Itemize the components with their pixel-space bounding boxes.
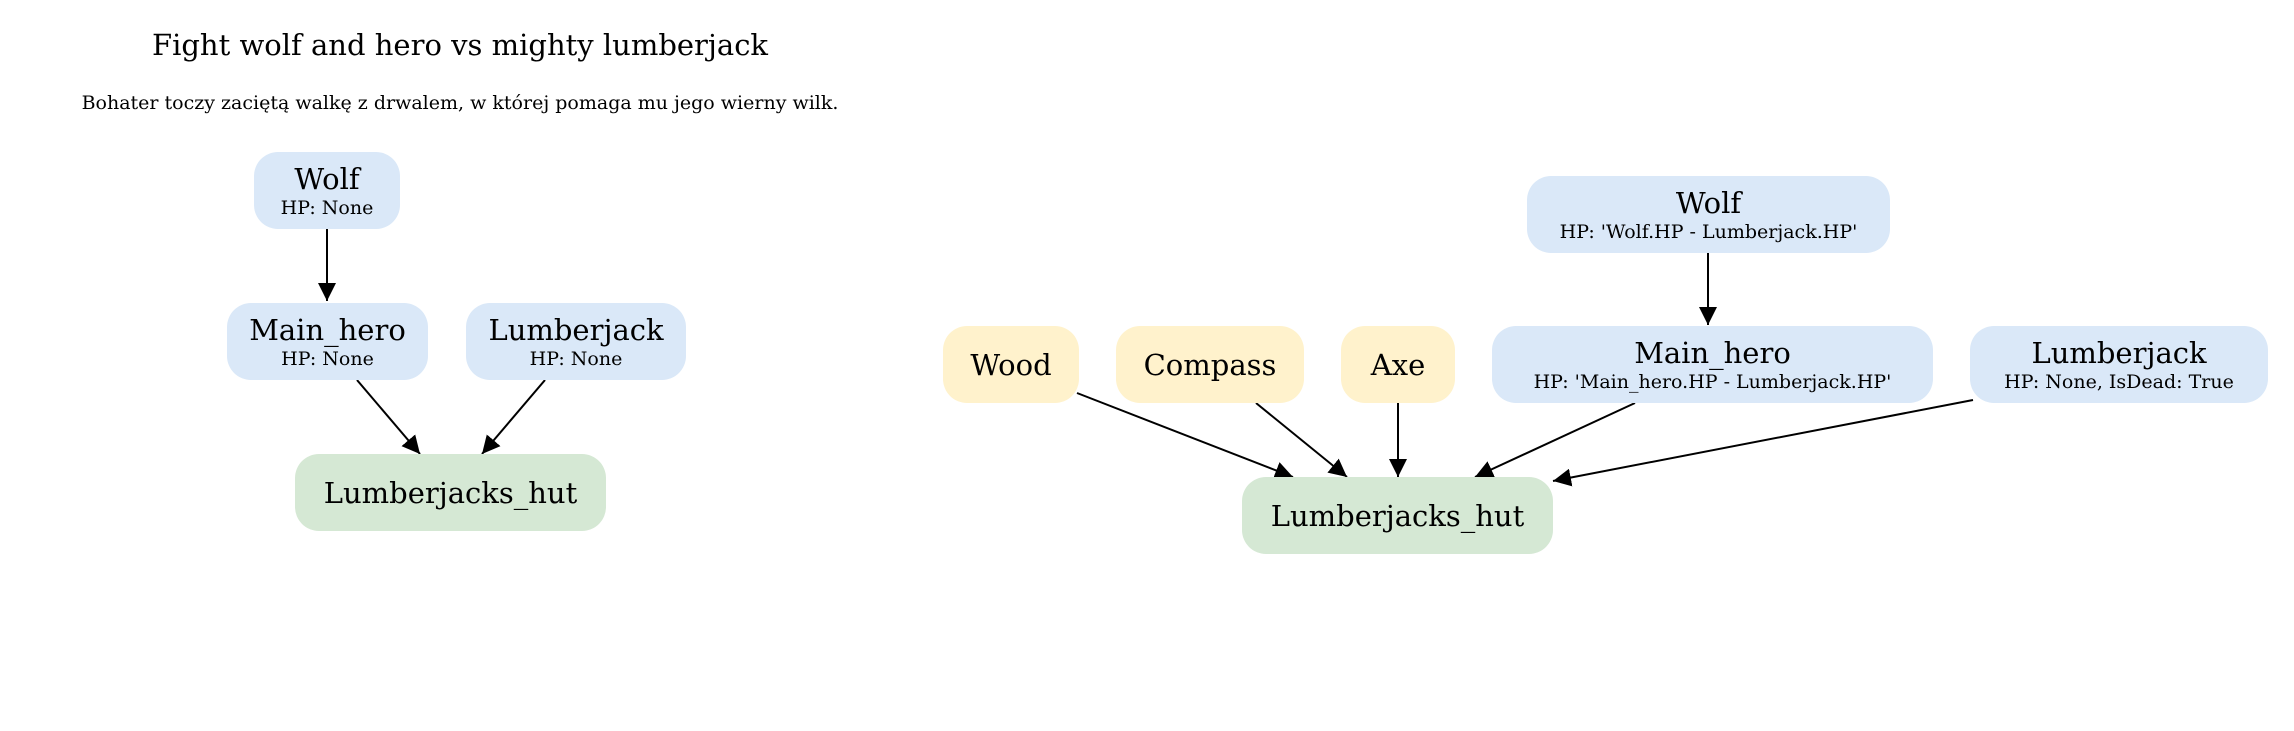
edge-lumberjack-to-hut-after: [1552, 399, 1974, 487]
node-label: Wolf: [294, 161, 360, 196]
node-wolf-after: Wolf HP: 'Wolf.HP - Lumberjack.HP': [1527, 176, 1890, 253]
node-label: Wolf: [1675, 185, 1742, 220]
node-lumberjacks-hut-before: Lumberjacks_hut: [295, 454, 606, 531]
node-attrs: HP: None: [281, 347, 374, 370]
edge-main-hero-to-hut-after: [1474, 402, 1636, 478]
node-lumberjacks-hut-after: Lumberjacks_hut: [1242, 477, 1553, 554]
node-lumberjack-before: Lumberjack HP: None: [466, 303, 686, 380]
node-label: Main_hero: [1634, 335, 1791, 370]
node-wood: Wood: [943, 326, 1079, 403]
node-lumberjack-after: Lumberjack HP: None, IsDead: True: [1970, 326, 2268, 403]
edge-main-hero-to-hut-before: [356, 379, 421, 455]
edge-compass-to-hut: [1255, 402, 1348, 478]
node-attrs: HP: None: [529, 347, 623, 370]
node-label: Axe: [1370, 347, 1426, 382]
node-label: Lumberjacks_hut: [1270, 498, 1525, 533]
node-label: Wood: [970, 347, 1052, 382]
diagram-subtitle: Bohater toczy zaciętą walkę z drwalem, w…: [81, 92, 839, 114]
edge-lumberjack-to-hut-before: [481, 379, 546, 455]
node-attrs: HP: 'Main_hero.HP - Lumberjack.HP': [1533, 370, 1892, 393]
node-wolf-before: Wolf HP: None: [254, 152, 400, 229]
node-label: Lumberjack: [2031, 335, 2207, 370]
node-label: Lumberjack: [488, 312, 664, 347]
node-label: Compass: [1143, 347, 1277, 382]
edge-wood-to-hut: [1076, 392, 1294, 479]
diagram-title: Fight wolf and hero vs mighty lumberjack: [151, 28, 769, 62]
node-attrs: HP: None, IsDead: True: [2004, 370, 2234, 393]
node-label: Main_hero: [249, 312, 406, 347]
node-compass: Compass: [1116, 326, 1304, 403]
node-main-hero-after: Main_hero HP: 'Main_hero.HP - Lumberjack…: [1492, 326, 1933, 403]
node-main-hero-before: Main_hero HP: None: [227, 303, 428, 380]
node-label: Lumberjacks_hut: [323, 475, 578, 510]
node-axe: Axe: [1341, 326, 1455, 403]
node-attrs: HP: 'Wolf.HP - Lumberjack.HP': [1559, 220, 1858, 243]
node-attrs: HP: None: [280, 196, 374, 219]
